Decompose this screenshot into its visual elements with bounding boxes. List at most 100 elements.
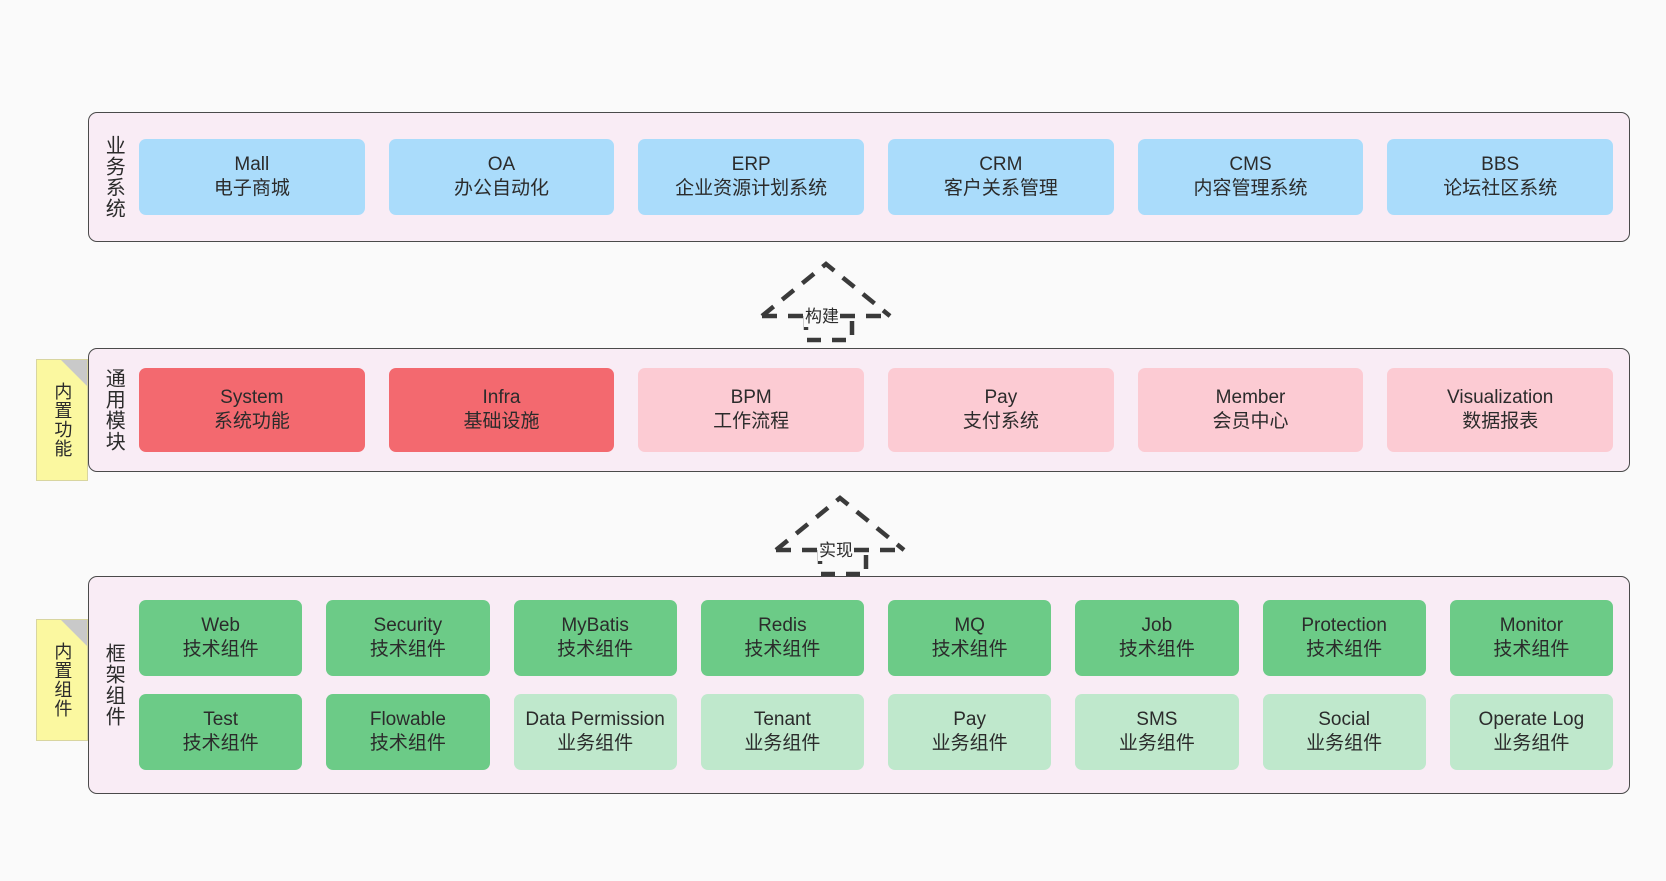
arrow-implement-label: 实现 (818, 536, 854, 561)
common-modules-row: System 系统功能 Infra 基础设施 BPM 工作流程 Pay 支付系统… (139, 368, 1614, 452)
card-system-desc: 系统功能 (213, 411, 290, 432)
card-infra-name: Infra (482, 387, 521, 409)
card-member-desc: 会员中心 (1212, 411, 1289, 432)
card-visualization[interactable]: Visualization 数据报表 (1387, 368, 1614, 452)
card-pay-component[interactable]: Pay 业务组件 (888, 694, 1052, 770)
card-monitor-desc: 技术组件 (1493, 639, 1570, 660)
card-redis[interactable]: Redis 技术组件 (700, 600, 864, 676)
card-visualization-name: Visualization (1447, 387, 1554, 409)
card-social[interactable]: Social 业务组件 (1262, 694, 1426, 770)
card-web-name: Web (201, 615, 240, 637)
layer-body-business-system: Mall 电子商城 OA 办公自动化 ERP 企业资源计划系统 CRM 客户关系… (133, 113, 1629, 241)
sticky-note-builtin-components-text: 内置组件 (52, 642, 73, 718)
card-cms[interactable]: CMS 内容管理系统 (1137, 139, 1364, 215)
sticky-note-builtin-features: 内置功能 (36, 359, 88, 481)
card-security-name: Security (373, 615, 443, 637)
card-oa[interactable]: OA 办公自动化 (388, 139, 615, 215)
layer-title-common-modules: 通用模块 (102, 368, 125, 452)
card-tenant[interactable]: Tenant 业务组件 (700, 694, 864, 770)
card-monitor[interactable]: Monitor 技术组件 (1449, 600, 1613, 676)
card-test-name: Test (203, 709, 239, 731)
card-flowable[interactable]: Flowable 技术组件 (326, 694, 490, 770)
card-protection[interactable]: Protection 技术组件 (1262, 600, 1426, 676)
card-erp[interactable]: ERP 企业资源计划系统 (638, 139, 865, 215)
card-sms[interactable]: SMS 业务组件 (1075, 694, 1239, 770)
card-protection-desc: 技术组件 (1306, 639, 1383, 660)
card-mybatis-desc: 技术组件 (557, 639, 634, 660)
card-flowable-name: Flowable (369, 709, 446, 731)
arrow-build-head (760, 261, 892, 318)
business-system-row: Mall 电子商城 OA 办公自动化 ERP 企业资源计划系统 CRM 客户关系… (139, 139, 1614, 215)
card-member[interactable]: Member 会员中心 (1137, 368, 1364, 452)
card-tenant-desc: 业务组件 (744, 733, 821, 754)
arrow-implement: 实现 (770, 492, 916, 578)
layer-framework-components: 框架组件 Web 技术组件 Security 技术组件 MyBatis 技术组件… (88, 576, 1630, 794)
layer-body-framework-components: Web 技术组件 Security 技术组件 MyBatis 技术组件 Redi… (133, 577, 1629, 793)
card-social-desc: 业务组件 (1306, 733, 1383, 754)
card-bbs[interactable]: BBS 论坛社区系统 (1387, 139, 1614, 215)
card-system[interactable]: System 系统功能 (139, 368, 365, 452)
arrow-build-label: 构建 (804, 302, 840, 327)
card-operate-log-desc: 业务组件 (1493, 733, 1570, 754)
arrow-build-shaft (803, 316, 855, 343)
card-pay-component-desc: 业务组件 (931, 733, 1008, 754)
card-operate-log-name: Operate Log (1478, 709, 1585, 731)
card-flowable-desc: 技术组件 (369, 733, 446, 754)
card-job-desc: 技术组件 (1118, 639, 1195, 660)
card-erp-name: ERP (731, 154, 771, 176)
card-bbs-desc: 论坛社区系统 (1443, 178, 1558, 199)
card-mall-desc: 电子商城 (213, 178, 290, 199)
card-mybatis-name: MyBatis (561, 615, 629, 637)
card-pay-module-desc: 支付系统 (962, 411, 1039, 432)
note-fold-corner-icon (61, 620, 87, 646)
layer-title-framework-components: 框架组件 (102, 643, 125, 727)
card-mybatis[interactable]: MyBatis 技术组件 (513, 600, 677, 676)
card-monitor-name: Monitor (1499, 615, 1564, 637)
card-cms-name: CMS (1229, 154, 1272, 176)
card-system-name: System (220, 387, 284, 409)
layer-business-system: 业务系统 Mall 电子商城 OA 办公自动化 ERP 企业资源计划系统 CRM (88, 112, 1630, 242)
card-mq-desc: 技术组件 (931, 639, 1008, 660)
framework-row-business: Test 技术组件 Flowable 技术组件 Data Permission … (139, 694, 1613, 770)
card-mall-name: Mall (234, 154, 270, 176)
card-bpm[interactable]: BPM 工作流程 (638, 368, 865, 452)
layer-title-business-system: 业务系统 (102, 135, 125, 219)
framework-row-technical: Web 技术组件 Security 技术组件 MyBatis 技术组件 Redi… (139, 600, 1613, 676)
card-pay-module[interactable]: Pay 支付系统 (888, 368, 1114, 452)
card-mq[interactable]: MQ 技术组件 (888, 600, 1052, 676)
card-security-desc: 技术组件 (369, 639, 446, 660)
card-redis-name: Redis (758, 615, 807, 637)
arrow-build: 构建 (756, 258, 902, 344)
card-oa-desc: 办公自动化 (454, 178, 550, 199)
card-bbs-name: BBS (1481, 154, 1520, 176)
card-security[interactable]: Security 技术组件 (326, 600, 490, 676)
card-web[interactable]: Web 技术组件 (139, 600, 303, 676)
card-crm[interactable]: CRM 客户关系管理 (888, 139, 1114, 215)
card-sms-name: SMS (1136, 709, 1178, 731)
card-pay-module-name: Pay (984, 387, 1018, 409)
card-crm-name: CRM (979, 154, 1023, 176)
card-bpm-name: BPM (730, 387, 772, 409)
card-mall[interactable]: Mall 电子商城 (139, 139, 365, 215)
card-pay-component-name: Pay (953, 709, 986, 731)
card-infra[interactable]: Infra 基础设施 (388, 368, 615, 452)
sticky-note-builtin-features-text: 内置功能 (52, 382, 73, 458)
note-fold-corner-icon (61, 360, 87, 386)
card-mq-name: MQ (954, 615, 985, 637)
arrow-implement-head (774, 495, 906, 552)
card-test[interactable]: Test 技术组件 (139, 694, 303, 770)
arrow-implement-shaft (817, 550, 869, 577)
card-member-name: Member (1215, 387, 1286, 409)
layer-common-modules: 通用模块 System 系统功能 Infra 基础设施 BPM 工作流程 Pay (88, 348, 1630, 472)
card-tenant-name: Tenant (753, 709, 811, 731)
card-cms-desc: 内容管理系统 (1193, 178, 1308, 199)
card-web-desc: 技术组件 (182, 639, 259, 660)
card-job[interactable]: Job 技术组件 (1075, 600, 1239, 676)
card-redis-desc: 技术组件 (744, 639, 821, 660)
card-data-permission[interactable]: Data Permission 业务组件 (513, 694, 677, 770)
card-oa-name: OA (487, 154, 516, 176)
sticky-note-builtin-components: 内置组件 (36, 619, 88, 741)
card-infra-desc: 基础设施 (463, 411, 540, 432)
card-operate-log[interactable]: Operate Log 业务组件 (1449, 694, 1613, 770)
